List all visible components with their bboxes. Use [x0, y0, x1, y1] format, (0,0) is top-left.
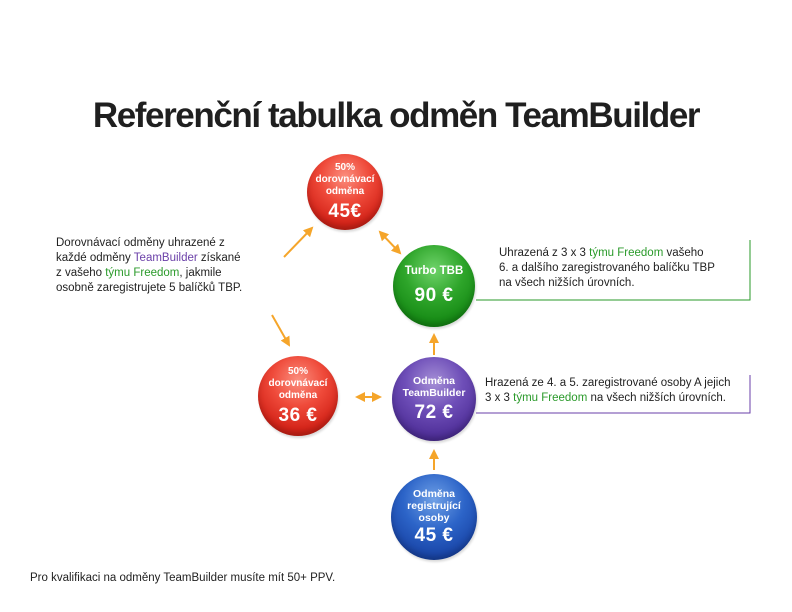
- node-line3: osoby: [418, 511, 450, 524]
- node-enroller-bonus: Odměna registrující osoby 45 €: [391, 474, 477, 560]
- turbo-note: Uhrazená z 3 x 3 týmu Freedom vašeho 6. …: [499, 246, 749, 291]
- node-turbo-tbb: Turbo TBB 90 €: [393, 245, 475, 327]
- turbo-note-bracket: [476, 240, 751, 301]
- node-amount: 90 €: [414, 285, 454, 306]
- node-teambuilder-bonus: Odměna TeamBuilder 72 €: [392, 357, 476, 441]
- node-amount: 45 €: [414, 524, 454, 546]
- node-line1: 50%: [334, 161, 355, 173]
- purple-note-line1: Hrazená ze 4. a 5. zaregistrované osoby …: [485, 377, 731, 389]
- freedom-team-highlight: týmu Freedom: [105, 267, 180, 279]
- node-line1: 50%: [287, 365, 308, 377]
- node-amount: 45€: [328, 200, 362, 222]
- node-label: Turbo TBB: [404, 265, 464, 277]
- left-note-line4: osobně zaregistrujete 5 balíčků TBP.: [56, 282, 243, 294]
- node-amount: 72 €: [414, 401, 454, 423]
- arrow-note-to-top-red: [283, 226, 314, 258]
- left-note-line3: z vašeho týmu Freedom, jakmile: [56, 267, 222, 279]
- node-line2: registrující: [407, 499, 461, 512]
- node-line2: dorovnávací: [315, 173, 375, 185]
- purple-note-bracket: [476, 375, 751, 414]
- purple-note: Hrazená ze 4. a 5. zaregistrované osoby …: [485, 376, 755, 406]
- purple-note-line2: 3 x 3 týmu Freedom na všech nižších úrov…: [485, 392, 726, 404]
- node-left-red-matching-bonus: 50% dorovnávací odměna 36 €: [258, 356, 338, 436]
- node-amount: 36 €: [278, 404, 318, 426]
- teambuilder-highlight: TeamBuilder: [133, 252, 198, 264]
- turbo-note-line2: 6. a dalšího zaregistrovaného balíčku TB…: [499, 262, 715, 274]
- node-line3: odměna: [278, 389, 318, 401]
- freedom-team-highlight: týmu Freedom: [589, 247, 664, 259]
- turbo-note-line1: Uhrazená z 3 x 3 týmu Freedom vašeho: [499, 247, 704, 259]
- turbo-note-line3: na všech nižších úrovních.: [499, 277, 635, 289]
- node-line1: Odměna: [412, 487, 455, 500]
- node-top-red-matching-bonus: 50% dorovnávací odměna 45€: [307, 154, 383, 230]
- arrow-top-red-turbo: [378, 230, 402, 255]
- arrow-note-to-left-red: [271, 314, 290, 347]
- node-line2: dorovnávací: [268, 377, 328, 389]
- node-line1: Odměna: [412, 374, 455, 387]
- left-note-line1: Dorovnávací odměny uhrazené z: [56, 237, 225, 249]
- node-line2: TeamBuilder: [402, 386, 466, 399]
- qualification-footnote: Pro kvalifikaci na odměny TeamBuilder mu…: [30, 572, 336, 584]
- node-line3: odměna: [325, 185, 365, 197]
- page-title: Referenční tabulka odměn TeamBuilder: [92, 96, 701, 135]
- left-note: Dorovnávací odměny uhrazené z každé odmě…: [56, 236, 286, 296]
- freedom-team-highlight: týmu Freedom: [513, 392, 588, 404]
- left-note-line2: každé odměny TeamBuilder získané: [56, 252, 241, 264]
